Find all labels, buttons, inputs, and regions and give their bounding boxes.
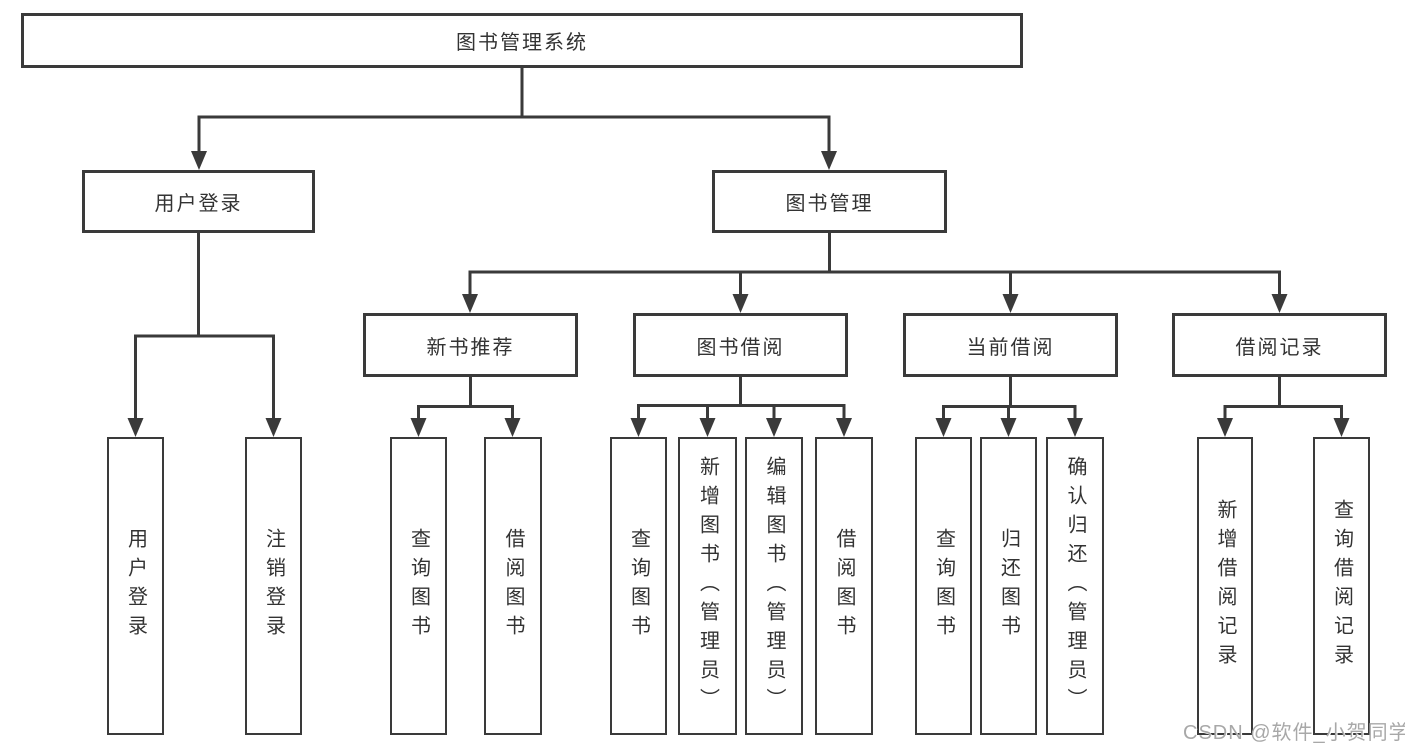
leaf-add-books-admin: 新增图书（管理员）: [678, 437, 737, 735]
arrowhead-icon: [504, 418, 521, 437]
node-borrowing-records: 借阅记录: [1172, 313, 1387, 377]
node-label: 图书管理: [785, 193, 874, 215]
arrowhead-icon: [935, 418, 952, 437]
arrowhead-icon: [732, 294, 749, 313]
node-label: 图书管理系统: [456, 32, 588, 54]
leaf-borrow-books-borrowing: 借阅图书: [815, 437, 873, 735]
connector-borrowrecords-to-leaves: [1223, 377, 1343, 421]
arrowheads-group: [127, 151, 1350, 437]
leaf-query-borrow-record: 查询借阅记录: [1313, 437, 1370, 735]
arrowhead-icon: [836, 418, 852, 437]
arrowhead-icon: [1067, 418, 1083, 437]
node-label: 图书借阅: [696, 336, 785, 359]
connector-bookborrow-to-leaves: [637, 377, 846, 421]
leaf-confirm-return-admin: 确认归还（管理员）: [1046, 437, 1104, 735]
leaf-label: 新增借阅记录: [1214, 499, 1236, 673]
leaf-label: 编辑图书（管理员）: [763, 455, 785, 717]
arrowhead-icon: [1000, 418, 1017, 437]
leaf-label: 确认归还（管理员）: [1064, 455, 1086, 717]
arrowhead-icon: [699, 418, 716, 437]
leaf-label: 借阅图书: [833, 528, 855, 644]
leaf-edit-books-admin: 编辑图书（管理员）: [745, 437, 803, 735]
connector-currentborrow-to-leaves: [942, 377, 1077, 421]
leaf-label: 查询图书: [627, 528, 650, 644]
arrowhead-icon: [1333, 418, 1350, 437]
arrowhead-icon: [127, 418, 144, 437]
node-user-login: 用户登录: [82, 170, 315, 233]
leaf-query-books-borrowing: 查询图书: [610, 437, 667, 735]
node-book-borrowing: 图书借阅: [633, 313, 848, 377]
leaf-borrow-books-recommend: 借阅图书: [484, 437, 542, 735]
arrowhead-icon: [410, 418, 427, 437]
leaf-add-borrow-record: 新增借阅记录: [1197, 437, 1253, 735]
arrowhead-icon: [1002, 294, 1019, 313]
connector-root-to-level2: [197, 68, 831, 154]
arrowhead-icon: [821, 151, 837, 170]
leaf-label: 新增图书（管理员）: [696, 455, 719, 717]
arrowhead-icon: [1217, 418, 1233, 437]
arrowhead-icon: [1271, 294, 1288, 313]
leaf-label: 归还图书: [997, 528, 1020, 644]
arrowhead-icon: [265, 418, 282, 437]
leaf-label: 查询图书: [407, 528, 430, 644]
leaf-query-books-recommend: 查询图书: [390, 437, 447, 735]
node-label: 当前借阅: [966, 336, 1055, 359]
leaf-return-books: 归还图书: [980, 437, 1037, 735]
leaf-label: 查询图书: [932, 528, 955, 644]
connector-bookmgmt-to-level3: [468, 233, 1281, 297]
node-label: 用户登录: [154, 193, 243, 215]
arrowhead-icon: [630, 418, 647, 437]
connector-userlogin-to-leaves: [134, 233, 275, 421]
leaf-query-books-current: 查询图书: [915, 437, 972, 735]
arrowhead-icon: [191, 151, 207, 170]
node-book-management: 图书管理: [712, 170, 947, 233]
node-library-management-system: 图书管理系统: [21, 13, 1023, 68]
watermark-text: CSDN @软件_小贺同学: [1183, 722, 1405, 744]
arrowhead-icon: [462, 294, 478, 313]
node-label: 借阅记录: [1235, 336, 1324, 359]
leaf-label: 借阅图书: [502, 528, 524, 644]
node-current-borrowing: 当前借阅: [903, 313, 1118, 377]
leaf-user-login: 用户登录: [107, 437, 164, 735]
arrowhead-icon: [766, 418, 782, 437]
leaf-label: 查询借阅记录: [1330, 499, 1353, 673]
leaf-logout-login: 注销登录: [245, 437, 302, 735]
node-label: 新书推荐: [426, 336, 515, 359]
leaf-label: 用户登录: [124, 528, 147, 644]
node-new-book-recommendation: 新书推荐: [363, 313, 578, 377]
leaf-label: 注销登录: [262, 528, 285, 644]
connector-newbook-to-leaves: [417, 377, 514, 421]
